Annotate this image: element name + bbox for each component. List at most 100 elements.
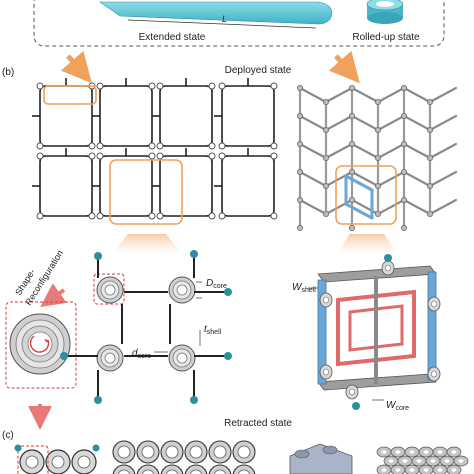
- length-label: L: [222, 14, 227, 24]
- lattice-node: [322, 99, 329, 106]
- lattice-strut: [376, 114, 406, 132]
- lattice-node: [400, 113, 407, 120]
- rolled-up-cylinder: [366, 0, 404, 24]
- bundle-core: [423, 468, 429, 472]
- end-node: [190, 396, 198, 404]
- lattice-node: [348, 168, 355, 175]
- lattice-node: [400, 85, 407, 92]
- bundle-core: [458, 459, 464, 463]
- lattice-strut: [350, 86, 380, 104]
- detail-dashed-box: [93, 273, 125, 305]
- packed-roll: [112, 464, 136, 474]
- lattice-node: [322, 127, 329, 134]
- lattice-joint: [96, 82, 104, 90]
- lattice-strut: [402, 114, 432, 132]
- core-hole: [104, 284, 116, 296]
- core-hole: [176, 352, 188, 364]
- lattice-node: [400, 224, 407, 231]
- lattice-joint: [96, 212, 104, 220]
- arrow-shape-reconfig: [40, 283, 67, 307]
- lattice-node: [374, 210, 381, 217]
- lattice-strut: [350, 114, 380, 132]
- lattice-strut: [324, 198, 354, 216]
- lattice-joint: [36, 142, 44, 150]
- lattice-joint: [156, 152, 164, 160]
- lattice-joint: [156, 82, 164, 90]
- bundle-core: [388, 459, 394, 463]
- lattice-strut: [376, 142, 406, 160]
- bundle-core: [437, 450, 443, 454]
- retracted-dashed-box: [17, 445, 49, 474]
- lattice-strut: [402, 86, 432, 104]
- lattice-joint: [148, 142, 156, 150]
- zoom-funnel-right: [338, 234, 396, 252]
- bundle-core: [416, 459, 422, 463]
- lattice-joint: [218, 212, 226, 220]
- lattice-joint: [88, 152, 96, 160]
- lattice-node: [322, 154, 329, 161]
- rolled-up-state-label: Rolled-up state: [352, 32, 420, 43]
- rolled-joint-core: [385, 264, 391, 272]
- lattice-node: [374, 99, 381, 106]
- rolled-joint-core: [323, 296, 329, 304]
- lattice-strut: [376, 198, 406, 216]
- rolled-core-detail: [5, 301, 77, 389]
- end-node: [224, 288, 232, 296]
- t-shell-label: tshell: [204, 324, 222, 336]
- lattice-joint: [208, 212, 216, 220]
- arrow-left-down: [60, 50, 92, 84]
- lattice-node: [348, 140, 355, 147]
- lattice-joint: [36, 152, 44, 160]
- lattice-joint: [270, 82, 278, 90]
- core-frame-red-inner: [348, 304, 404, 352]
- core-hole: [176, 284, 188, 296]
- lattice-cell: [99, 155, 153, 217]
- bundle-core: [402, 459, 408, 463]
- end-node: [352, 402, 360, 410]
- lattice-joint: [208, 152, 216, 160]
- lattice-node: [348, 196, 355, 203]
- lattice-joint: [270, 152, 278, 160]
- retracted-core: [77, 455, 91, 469]
- lattice-node: [296, 85, 303, 92]
- top-dashed-frame: [33, 0, 445, 47]
- lattice-strut: [428, 86, 458, 104]
- w-core-label: Wcore: [386, 400, 409, 412]
- lattice-joint: [208, 82, 216, 90]
- packed-roll: [184, 464, 208, 474]
- lattice-strut: [324, 142, 354, 160]
- packed-core: [189, 469, 203, 474]
- bundle-core: [423, 450, 429, 454]
- lattice-strut: [428, 142, 458, 160]
- packed-roll: [136, 464, 160, 474]
- lattice-node: [400, 168, 407, 175]
- lattice-joint: [218, 82, 226, 90]
- lattice-strut: [402, 198, 432, 216]
- panel-label-c: (c): [2, 430, 14, 441]
- end-node: [60, 352, 68, 360]
- bundle-core: [451, 450, 457, 454]
- lattice-joint: [156, 212, 164, 220]
- lattice-node: [296, 168, 303, 175]
- packed-core: [117, 469, 131, 474]
- lattice-strut: [350, 170, 380, 188]
- bundle-core: [395, 468, 401, 472]
- bundle-core: [409, 468, 415, 472]
- lattice-node: [374, 154, 381, 161]
- retracted-3d-cap: [322, 445, 338, 455]
- lattice-cell: [159, 85, 213, 147]
- lattice-strut: [402, 142, 432, 160]
- rolled-joint-core: [349, 388, 355, 396]
- d-core-upper-label: Dcore: [206, 278, 227, 290]
- lattice-strut: [298, 86, 328, 104]
- lattice-node: [322, 182, 329, 189]
- lattice-node: [296, 224, 303, 231]
- rolled-joint-core: [431, 300, 437, 308]
- lattice-node: [296, 140, 303, 147]
- highlight-strut: [344, 174, 374, 192]
- panel-label-b: (b): [2, 67, 14, 78]
- end-node: [92, 444, 100, 452]
- bundle-core: [451, 468, 457, 472]
- lattice-cell: [39, 155, 93, 217]
- highlight-box-3d: [335, 165, 397, 225]
